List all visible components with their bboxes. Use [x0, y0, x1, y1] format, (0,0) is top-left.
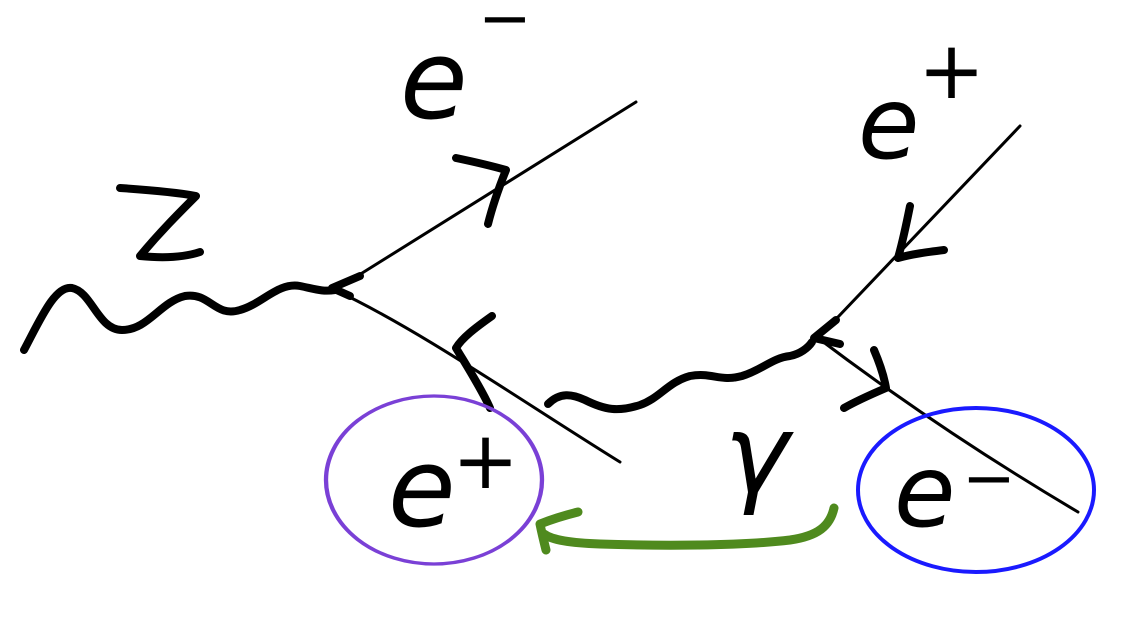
electron-line-upper — [333, 100, 638, 292]
positron-line-upper — [816, 124, 1022, 340]
photon-propagator — [544, 338, 816, 414]
positron-top-label: e — [858, 65, 920, 182]
positron-top-charge: + — [918, 24, 985, 117]
arrow-positron-upper — [894, 202, 948, 262]
vertex-mark-left — [328, 272, 364, 300]
arrow-internal — [452, 312, 496, 412]
positron-bottom-label: e — [388, 424, 456, 552]
z-boson-label: Z — [119, 254, 121, 256]
z-boson-propagator — [20, 281, 339, 354]
arrow-electron-lower — [840, 346, 890, 412]
positron-highlight-circle — [323, 394, 545, 566]
electron-top-charge: − — [478, 0, 532, 56]
transform-arrow — [539, 503, 839, 550]
electron-top-label: e — [400, 16, 468, 144]
positron-bottom-charge: + — [452, 414, 519, 507]
vertex-mark-right — [810, 316, 844, 348]
electron-highlight-circle — [856, 406, 1096, 574]
photon-label: γ — [724, 390, 794, 518]
electron-bottom-charge: − — [962, 442, 1016, 516]
arrow-electron-upper — [452, 154, 510, 228]
electron-bottom-label: e — [894, 433, 956, 550]
z-label-glyph — [116, 184, 204, 262]
electron-line-lower — [816, 336, 1080, 514]
transform-arrow-head — [535, 507, 583, 555]
